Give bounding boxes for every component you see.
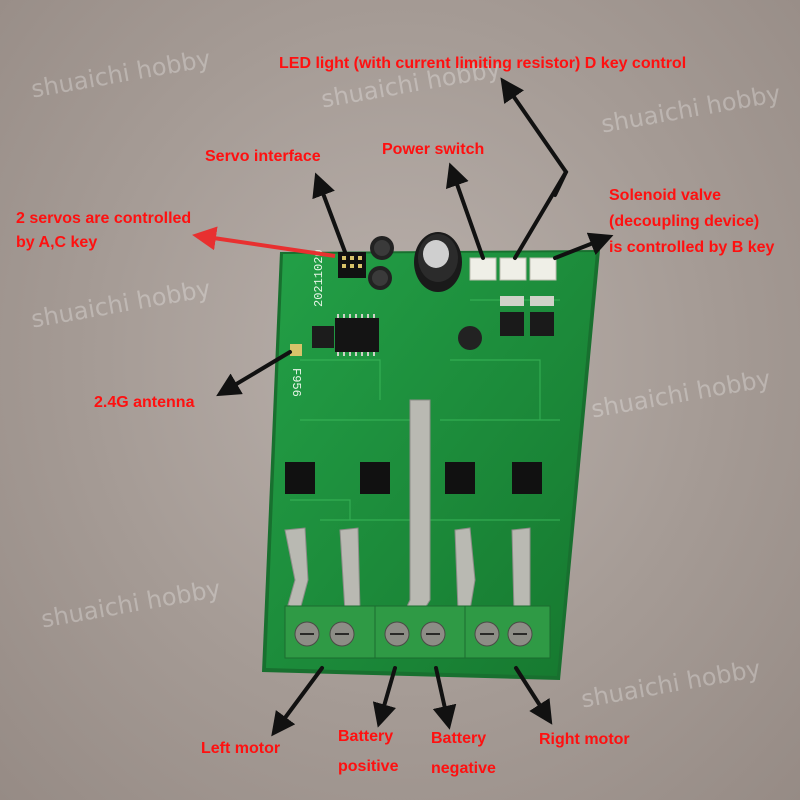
label-servo-interface: Servo interface bbox=[205, 148, 321, 165]
label-left-motor: Left motor bbox=[201, 740, 281, 757]
label-solenoid-line1: Solenoid valve bbox=[609, 187, 722, 204]
servo-red-arrow bbox=[192, 226, 336, 258]
label-solenoid-line2: (decoupling device) bbox=[609, 213, 760, 230]
board-code: F956 bbox=[289, 368, 303, 397]
label-battery-pos-line2: positive bbox=[338, 758, 399, 775]
annotation-arrows bbox=[216, 77, 614, 737]
screw-terminals bbox=[284, 605, 551, 659]
label-servos-line2: by A,C key bbox=[16, 234, 98, 251]
label-antenna: 2.4G antenna bbox=[94, 394, 195, 411]
label-led: LED light (with current limiting resisto… bbox=[279, 55, 687, 72]
servo-header bbox=[338, 252, 366, 278]
label-solenoid: Solenoid valve (decoupling device) is co… bbox=[609, 186, 774, 258]
label-right-motor: Right motor bbox=[539, 731, 630, 748]
ic-chips bbox=[285, 296, 554, 494]
label-battery-positive: Battery positive bbox=[338, 727, 398, 777]
label-solenoid-line3: is controlled by B key bbox=[609, 239, 775, 256]
jst-connectors bbox=[469, 257, 557, 281]
capacitors bbox=[368, 232, 482, 350]
label-battery-neg-line2: negative bbox=[431, 760, 496, 777]
label-power-switch: Power switch bbox=[382, 141, 485, 158]
label-battery-pos-line1: Battery bbox=[338, 728, 394, 745]
label-servos-control: 2 servos are controlled by A,C key bbox=[16, 209, 191, 253]
antenna-pad bbox=[290, 344, 302, 356]
label-battery-neg-line1: Battery bbox=[431, 730, 487, 747]
board-date-code: 20211020 bbox=[312, 249, 326, 307]
label-servos-line1: 2 servos are controlled bbox=[16, 210, 192, 227]
label-battery-negative: Battery negative bbox=[431, 729, 496, 779]
